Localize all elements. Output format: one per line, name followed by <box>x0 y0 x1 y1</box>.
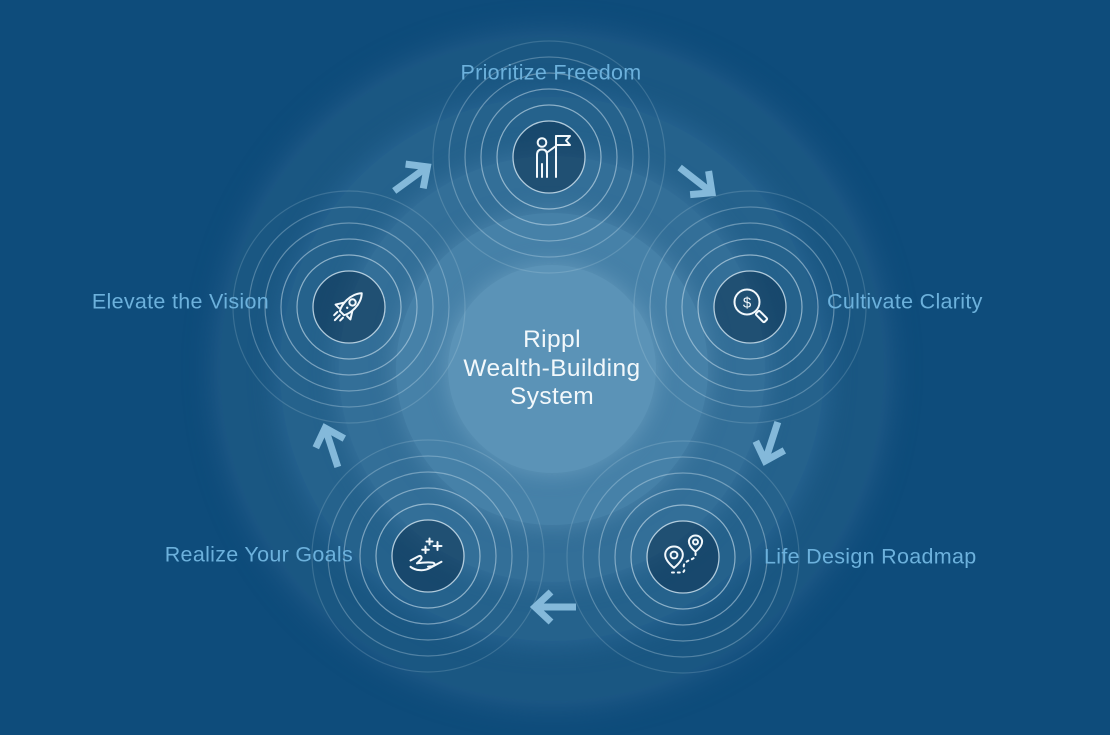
step-label-prioritize-freedom: Prioritize Freedom <box>460 60 642 85</box>
person-with-flag-icon <box>536 135 571 178</box>
hand-sparkles-icon <box>409 537 443 572</box>
step-label-realize-your-goals: Realize Your Goals <box>164 542 353 567</box>
step-label-elevate-the-vision: Elevate the Vision <box>91 289 269 314</box>
ripple-rings <box>311 439 545 673</box>
dollar-magnifier-icon: $ <box>733 288 769 324</box>
arrow-left-icon <box>291 406 372 487</box>
svg-text:$: $ <box>743 295 752 312</box>
title-line-3: System <box>509 383 595 411</box>
arrow-bottom-icon <box>522 575 586 639</box>
title-line-1: Rippl <box>523 326 581 354</box>
step-label-cultivate-clarity: Cultivate Clarity <box>827 289 983 314</box>
node-prioritize-freedom <box>429 37 669 277</box>
step-label-life-design-roadmap: Life Design Roadmap <box>764 544 977 569</box>
diagram-center-title: Rippl Wealth-Building System <box>463 326 640 412</box>
rocket-icon <box>333 292 363 322</box>
node-cultivate-clarity: $ <box>630 187 870 427</box>
ripple-rings <box>232 190 466 424</box>
node-life-design-roadmap <box>563 437 803 677</box>
arrow-top-left-icon <box>367 133 456 222</box>
arrow-right-icon <box>731 403 812 484</box>
node-realize-your-goals <box>308 436 548 676</box>
node-elevate-the-vision <box>229 187 469 427</box>
center-ripple-disc-inner <box>448 265 656 473</box>
ripple-rings <box>633 190 867 424</box>
title-line-2: Wealth-Building <box>463 354 641 382</box>
route-pins-icon <box>664 534 704 574</box>
arrow-top-right-icon <box>652 136 742 226</box>
